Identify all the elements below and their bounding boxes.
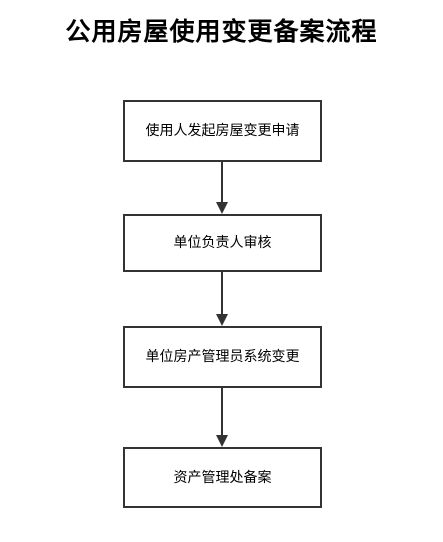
step-system-change: 单位房产管理员系统变更 (123, 326, 322, 388)
diagram-title: 公用房屋使用变更备案流程 (65, 17, 378, 46)
step-label: 单位房产管理员系统变更 (145, 349, 300, 365)
arrow-1-to-2 (216, 162, 228, 214)
step-label: 单位负责人审核 (173, 235, 272, 251)
step-label: 使用人发起房屋变更申请 (145, 123, 300, 139)
step-asset-filing: 资产管理处备案 (123, 447, 322, 508)
arrow-2-to-3 (216, 272, 228, 326)
step-initiate-request: 使用人发起房屋变更申请 (123, 100, 322, 162)
arrow-3-to-4 (216, 388, 228, 447)
step-label: 资产管理处备案 (173, 469, 272, 486)
step-unit-head-review: 单位负责人审核 (123, 214, 322, 272)
